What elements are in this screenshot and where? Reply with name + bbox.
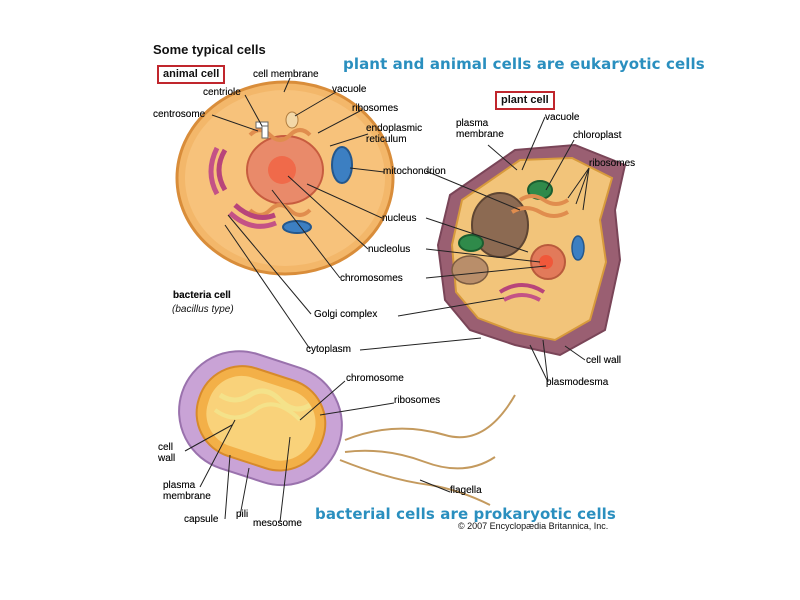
plant-cell-label: plant cell (495, 91, 555, 110)
label-ribosomes-plant: ribosomes (589, 158, 636, 169)
label-cell-wall-bacteria: cell wall (158, 442, 176, 464)
label-plasma-membrane-bacteria: plasma membrane (163, 480, 211, 502)
label-vacuole-animal: vacuole (332, 84, 367, 95)
label-cytoplasm: cytoplasm (306, 344, 352, 355)
label-chromosomes: chromosomes (340, 273, 403, 284)
label-nucleolus: nucleolus (368, 244, 411, 255)
headline-eukaryotic: plant and animal cells are eukaryotic ce… (343, 55, 705, 73)
leader-lines (184, 77, 590, 523)
label-plasmodesma: plasmodesma (546, 377, 609, 388)
label-endoplasmic-reticulum: endoplasmic reticulum (366, 123, 423, 145)
animal-cell-illustration (175, 80, 395, 276)
label-capsule: capsule (184, 514, 219, 525)
plant-cell-illustration (436, 143, 627, 357)
bacteria-illustration (178, 350, 516, 506)
label-centriole: centriole (203, 87, 241, 98)
label-centrosome: centrosome (153, 109, 206, 120)
label-mesosome: mesosome (253, 518, 302, 529)
label-pili: pili (236, 509, 249, 520)
label-mitochondrion: mitochondrion (383, 166, 446, 177)
bacteria-cell-label: bacteria cell (173, 290, 231, 301)
label-golgi-complex: Golgi complex (314, 309, 378, 320)
bacteria-type-label: (bacillus type) (172, 304, 234, 315)
label-chloroplast: chloroplast (573, 130, 622, 141)
label-nucleus: nucleus (382, 213, 417, 224)
headline-prokaryotic: bacterial cells are prokaryotic cells (315, 505, 616, 523)
label-cell-wall-plant: cell wall (586, 355, 622, 366)
label-chromosome-bacteria: chromosome (346, 373, 404, 384)
label-ribosomes-bacteria: ribosomes (394, 395, 441, 406)
animal-cell-label: animal cell (157, 65, 226, 84)
copyright-notice: © 2007 Encyclopædia Britannica, Inc. (458, 521, 609, 531)
label-cell-membrane: cell membrane (253, 69, 319, 80)
label-flagella: flagella (450, 485, 482, 496)
label-ribosomes-animal: ribosomes (352, 103, 399, 114)
label-plasma-membrane-plant: plasma membrane (456, 118, 504, 140)
label-vacuole-plant: vacuole (545, 112, 580, 123)
page-title: Some typical cells (153, 42, 266, 57)
